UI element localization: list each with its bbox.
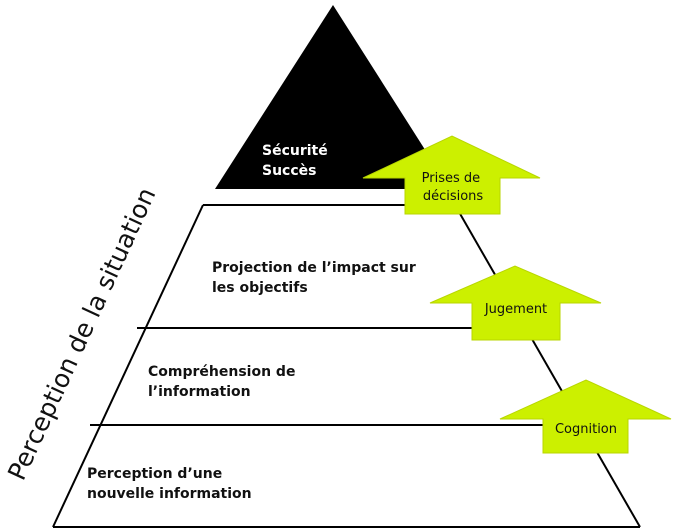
arrow-cognition: Cognition (499, 379, 672, 454)
level-label-projection-line1: Projection de l’impact sur (212, 260, 416, 276)
level-label-projection: Projection de l’impact sur les objectifs (212, 260, 421, 296)
level-label-comprehension-line1: Compréhension de (148, 364, 295, 380)
apex-label: Sécurité Succès (262, 143, 333, 179)
apex-label-line1: Sécurité (262, 143, 328, 159)
arrow-cognition-label: Cognition (555, 422, 617, 437)
arrow-decisions-line1: Prises de (422, 171, 481, 186)
arrow-cognition-shape (499, 379, 672, 454)
level-label-perception-line2: nouvelle information (87, 486, 252, 502)
arrow-jugement: Jugement (429, 265, 602, 341)
arrow-decisions-label: Prises de décisions (422, 171, 485, 204)
pyramid-right-edge (454, 204, 641, 528)
level-label-perception: Perception d’une nouvelle information (87, 466, 252, 502)
apex-label-line2: Succès (262, 163, 316, 179)
side-label-perception: Perception de la situation (2, 183, 161, 484)
level-label-perception-line1: Perception d’une (87, 466, 222, 482)
apex-triangle (215, 5, 450, 189)
arrow-jugement-label: Jugement (484, 302, 547, 317)
level-label-comprehension-line2: l’information (148, 384, 251, 400)
pyramid-left-edge (52, 204, 204, 528)
arrow-jugement-shape (429, 265, 602, 341)
arrow-decisions-shape (362, 135, 541, 215)
arrow-decisions-line2: décisions (423, 189, 484, 204)
level-label-projection-line2: les objectifs (212, 280, 308, 296)
arrow-decisions: Prises de décisions (362, 135, 541, 215)
level-label-comprehension: Compréhension de l’information (148, 364, 300, 400)
